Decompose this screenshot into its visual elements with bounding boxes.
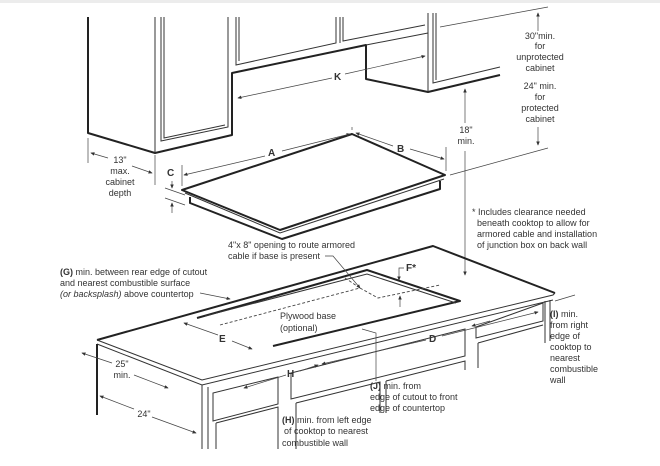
note-i-text: nearest [550, 353, 581, 363]
note-i-text: (I) min. [550, 309, 578, 319]
note-h-text: of cooktop to nearest [284, 426, 369, 436]
note-j-text: edge of countertop [370, 403, 445, 413]
opening-text: cable if base is present [228, 251, 321, 261]
note-h: (H) min. from left edge of cooktop to ne… [282, 415, 372, 448]
dimension-k: K [237, 55, 426, 99]
diagram-drawing: K 30"min. for unprotected cabinet 24" mi… [60, 6, 598, 449]
dimension-24: 24" [99, 395, 197, 434]
min18-text: min. [457, 136, 474, 146]
footnote-text: beneath cooktop to allow for [477, 218, 590, 228]
dimension-e: E [183, 322, 253, 350]
clearance-text: for [535, 41, 546, 51]
clearance-text: cabinet [525, 63, 555, 73]
opening-note: 4"x 8" opening to route armored cable if… [228, 240, 361, 289]
plywood-text: Plywood base [280, 311, 336, 321]
footnote: * Includes clearance needed beneath cook… [472, 207, 597, 250]
note-i-text: combustible [550, 364, 598, 374]
depth25-text: 25" [115, 359, 128, 369]
opening-text: 4"x 8" opening to route armored [228, 240, 355, 250]
note-j-text: edge of cutout to front [370, 392, 458, 402]
clearance-text: for [535, 92, 546, 102]
label-h: H [287, 369, 294, 380]
note-i: (I) min. from right edge of cooktop to n… [472, 294, 598, 385]
depth25-text: min. [113, 370, 130, 380]
note-g-text: (or backsplash) above countertop [60, 289, 194, 299]
min18-text: 18" [459, 125, 472, 135]
dimension-25-min: 25" min. [81, 352, 169, 389]
clearance-text: cabinet [525, 114, 555, 124]
plywood-text: (optional) [280, 323, 318, 333]
dimension-18-min: 18" min. [457, 88, 475, 276]
note-j: (J) min. from edge of cutout to front ed… [361, 328, 458, 413]
cabinet-depth-dimension: 13" max. cabinet depth [87, 138, 156, 198]
footnote-text: of junction box on back wall [477, 240, 587, 250]
dimension-d: D [321, 311, 539, 365]
label-c: C [167, 168, 174, 179]
depth-text: 13" [113, 155, 126, 165]
upper-cabinets [87, 13, 501, 154]
clearance-text: 24" min. [524, 81, 557, 91]
depth-text: depth [109, 188, 132, 198]
label-b: B [397, 144, 404, 155]
depth-text: cabinet [105, 177, 135, 187]
upper-clearance-dimension: 30"min. for unprotected cabinet 24" min.… [439, 6, 564, 176]
footnote-text: * Includes clearance needed [472, 207, 586, 217]
note-i-text: wall [549, 375, 566, 385]
note-g-text: (G) min. between rear edge of cutout [60, 267, 208, 277]
cooktop: A B C [164, 127, 447, 240]
label-f: F* [406, 263, 416, 274]
dimension-h: H [243, 364, 319, 389]
note-j-text: (J) min. from [370, 381, 421, 391]
clearance-text: protected [521, 103, 559, 113]
clearance-text: unprotected [516, 52, 564, 62]
depth24-text: 24" [137, 409, 150, 419]
clearance-text: 30"min. [525, 31, 555, 41]
label-k: K [334, 72, 342, 83]
dimension-f: F* [397, 263, 416, 307]
note-i-text: edge of [550, 331, 581, 341]
note-h-text: combustible wall [282, 438, 348, 448]
note-h-text: (H) min. from left edge [282, 415, 372, 425]
depth-text: max. [110, 166, 130, 176]
note-g-text: and nearest combustible surface [60, 278, 190, 288]
footnote-text: armored cable and installation [477, 229, 597, 239]
note-i-text: from right [550, 320, 589, 330]
note-i-text: cooktop to [550, 342, 592, 352]
label-e: E [219, 334, 226, 345]
label-a: A [268, 148, 275, 159]
plywood-base-label: Plywood base (optional) [280, 311, 336, 333]
label-d: D [429, 334, 436, 345]
note-g: (G) min. between rear edge of cutout and… [60, 267, 231, 301]
